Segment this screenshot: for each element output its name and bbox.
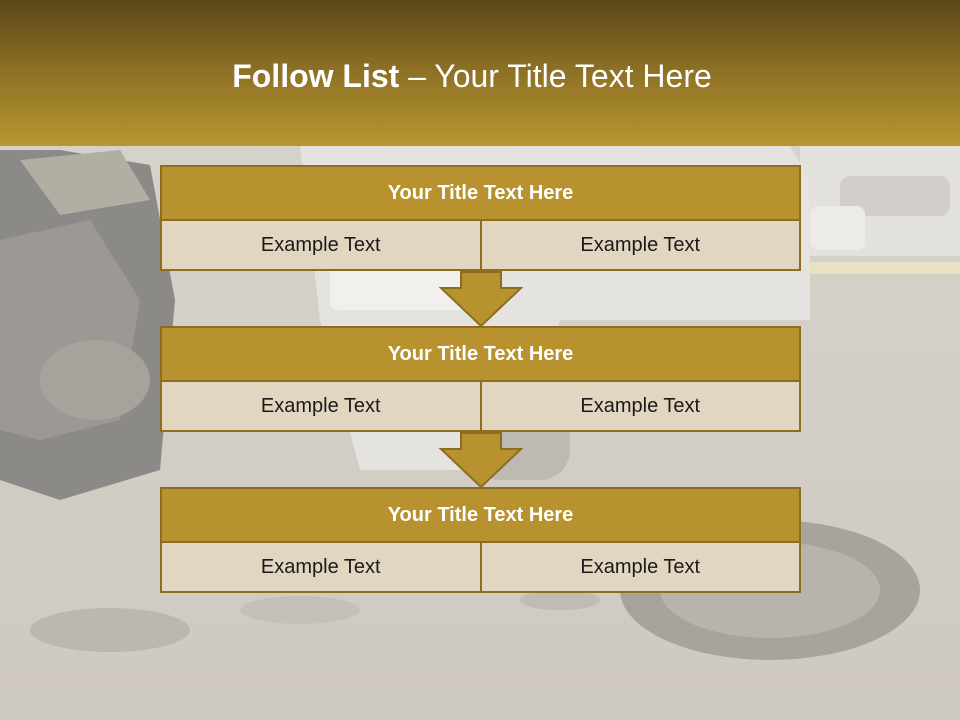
step-block-2: Your Title Text Here Example Text Exampl… bbox=[160, 326, 801, 432]
step-row: Example Text Example Text bbox=[160, 543, 801, 593]
down-arrow-icon bbox=[438, 271, 524, 328]
title-bar bbox=[0, 0, 960, 146]
slide-title: Follow List – Your Title Text Here bbox=[0, 54, 944, 98]
step-text-right[interactable]: Example Text bbox=[481, 221, 801, 271]
step-title[interactable]: Your Title Text Here bbox=[160, 487, 801, 543]
step-title[interactable]: Your Title Text Here bbox=[160, 326, 801, 382]
step-block-3: Your Title Text Here Example Text Exampl… bbox=[160, 487, 801, 593]
step-text-left[interactable]: Example Text bbox=[160, 221, 482, 271]
step-title[interactable]: Your Title Text Here bbox=[160, 165, 801, 221]
step-row: Example Text Example Text bbox=[160, 382, 801, 432]
step-text-left[interactable]: Example Text bbox=[160, 543, 482, 593]
step-block-1: Your Title Text Here Example Text Exampl… bbox=[160, 165, 801, 271]
step-text-left[interactable]: Example Text bbox=[160, 382, 482, 432]
step-text-right[interactable]: Example Text bbox=[481, 382, 801, 432]
slide-title-bold: Follow List bbox=[232, 58, 409, 94]
slide-title-rest: – Your Title Text Here bbox=[408, 58, 712, 94]
down-arrow-icon bbox=[438, 432, 524, 489]
step-text-right[interactable]: Example Text bbox=[481, 543, 801, 593]
step-row: Example Text Example Text bbox=[160, 221, 801, 271]
